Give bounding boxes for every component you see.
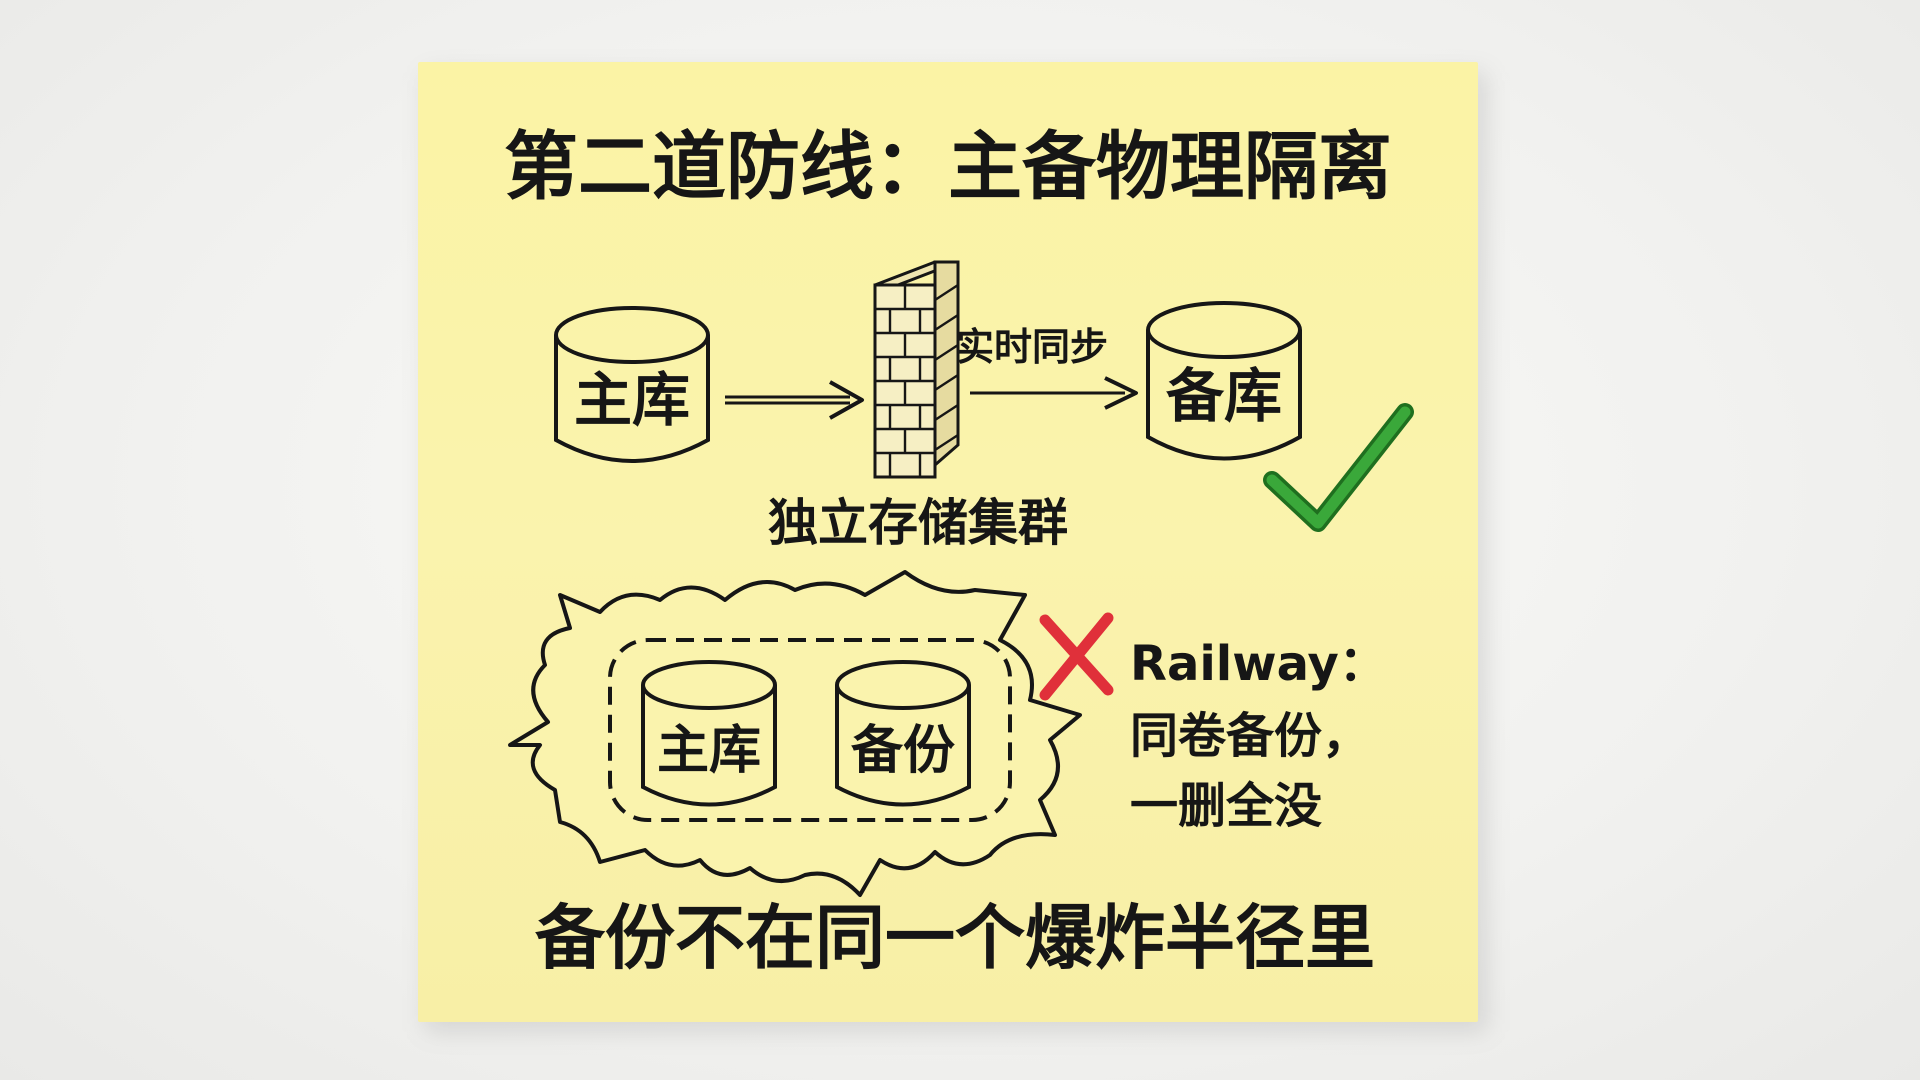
railway-note-line1: Railway： [1130, 636, 1387, 692]
primary-db-cylinder [554, 306, 710, 463]
sync-label: 实时同步 [956, 325, 1108, 369]
bottom-primary-db-cylinder [641, 660, 777, 807]
shared-volume-box [608, 638, 1012, 822]
standby-db-cylinder [1146, 301, 1302, 461]
bottom-backup-cylinder [835, 660, 971, 807]
arrow-to-firewall [725, 380, 864, 420]
page-title: 第二道防线：主备物理隔离 [504, 124, 1392, 210]
firewall-icon [873, 260, 960, 479]
railway-note-line3: 一删全没 [1130, 778, 1322, 834]
railway-note-line2: 同卷备份， [1130, 708, 1370, 764]
sync-arrow [970, 376, 1138, 410]
check-icon [1263, 403, 1414, 532]
primary-db-label: 主库 [574, 366, 690, 434]
bottom-backup-label: 备份 [851, 721, 955, 781]
standby-db-label: 备库 [1166, 362, 1282, 430]
explosion-burst [508, 570, 1082, 897]
cross-icon [1039, 612, 1114, 701]
storage-cluster-label: 独立存储集群 [768, 494, 1068, 552]
footer-caption: 备份不在同一个爆炸半径里 [535, 897, 1375, 979]
bottom-primary-db-label: 主库 [657, 721, 761, 781]
